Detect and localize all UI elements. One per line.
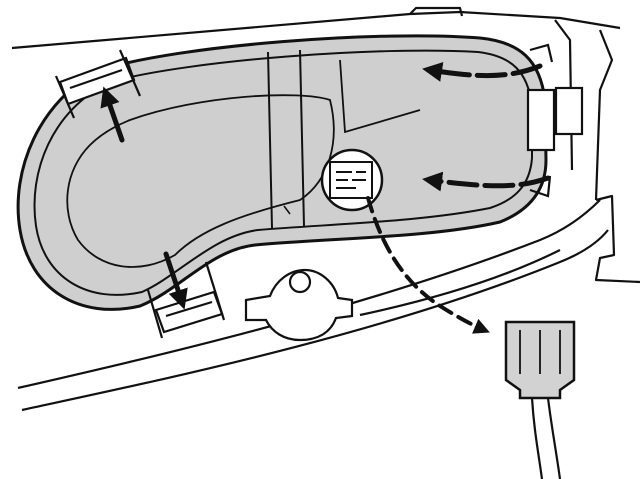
housing-ridge — [339, 59, 421, 134]
door-lower-curve-2 — [21, 229, 609, 412]
rod-clip-body — [244, 268, 354, 342]
lever-cap — [554, 86, 584, 136]
wiring-harness — [530, 397, 562, 479]
door-top-tab — [409, 6, 464, 17]
arrow-upper-left — [100, 86, 125, 143]
rod-clip-hole — [288, 270, 312, 294]
housing-rib-2 — [299, 49, 305, 227]
upper-clip-tab-left — [54, 75, 76, 119]
housing-recess — [66, 94, 335, 268]
housing-inner-rim — [33, 49, 533, 296]
housing-outer — [16, 34, 548, 311]
plug-ribs — [519, 330, 561, 374]
wire-1 — [530, 397, 544, 479]
lower-clip-slot — [165, 300, 213, 318]
retaining-clip-lower — [146, 261, 226, 339]
socket-pins — [336, 171, 366, 189]
door-inner-rail — [359, 249, 561, 317]
housing-rib-notch — [283, 205, 291, 215]
door-right-step — [594, 194, 640, 284]
lower-clip-tab-left — [146, 289, 164, 339]
arrow-right-lower — [422, 171, 551, 192]
arrow-right-upper — [422, 62, 543, 82]
door-lower-curve-1 — [17, 199, 601, 390]
lever-brackets — [529, 43, 554, 198]
upper-clip-slot — [69, 68, 123, 90]
lever-mechanism — [526, 43, 584, 198]
handle-housing — [16, 34, 548, 311]
lower-clip-tab-right — [204, 261, 226, 321]
arrows — [100, 62, 551, 334]
arrow-lower-left — [163, 251, 188, 310]
housing-connector-socket — [320, 148, 384, 212]
wire-2 — [546, 397, 562, 479]
lever-block — [526, 88, 556, 152]
lock-rod-clip — [244, 268, 354, 342]
housing-rib-1 — [267, 51, 273, 229]
retaining-clip-upper — [54, 49, 142, 119]
connector-plug — [504, 320, 576, 400]
upper-clip-tab-right — [118, 49, 142, 97]
door-panel — [11, 6, 640, 412]
arrow-to-connector — [366, 196, 490, 334]
door-right-edge — [594, 29, 614, 201]
lower-clip-body — [154, 290, 224, 334]
